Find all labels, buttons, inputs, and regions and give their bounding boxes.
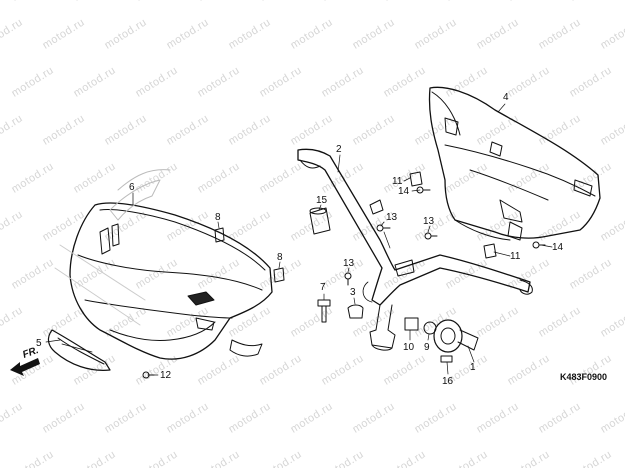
callout-8a[interactable]: 8 <box>215 212 221 223</box>
screw-part-13c[interactable] <box>424 232 438 240</box>
callout-10[interactable]: 10 <box>403 342 415 353</box>
clip-part-8b[interactable] <box>273 267 285 283</box>
callout-13c[interactable]: 13 <box>423 216 435 227</box>
horn-part-1[interactable] <box>433 319 479 353</box>
callout-13a[interactable]: 13 <box>386 212 398 223</box>
front-direction-label: FR. <box>21 345 40 361</box>
clip-part-11b[interactable] <box>483 243 497 259</box>
callout-2[interactable]: 2 <box>336 144 342 155</box>
callout-7[interactable]: 7 <box>320 282 326 293</box>
callout-11b[interactable]: 11 <box>510 251 521 262</box>
callout-8b[interactable]: 8 <box>277 252 283 263</box>
bolt-part-16[interactable] <box>440 355 453 363</box>
front-cover-part[interactable] <box>54 169 273 360</box>
clip-part-8a[interactable] <box>214 227 225 243</box>
callout-5[interactable]: 5 <box>36 338 42 349</box>
callout-14b[interactable]: 14 <box>552 242 564 253</box>
lower-trim-part[interactable] <box>47 329 111 371</box>
callout-14a[interactable]: 14 <box>398 186 410 197</box>
screw-part-13a[interactable] <box>376 224 391 232</box>
collar-part-15[interactable] <box>309 207 331 235</box>
screw-part-13b[interactable] <box>344 272 352 286</box>
callout-16[interactable]: 16 <box>442 376 454 387</box>
callout-15[interactable]: 15 <box>316 195 328 206</box>
callout-4[interactable]: 4 <box>503 92 509 103</box>
callout-11a[interactable]: 11 <box>392 176 403 187</box>
bolt-part-7[interactable] <box>317 299 331 323</box>
figure-code: K483F0900 <box>560 372 607 382</box>
callout-12[interactable]: 12 <box>160 370 172 381</box>
screw-part-14b[interactable] <box>532 241 546 249</box>
callout-13b[interactable]: 13 <box>343 258 355 269</box>
rear-cover-part[interactable] <box>428 86 601 241</box>
callout-6[interactable]: 6 <box>129 182 135 193</box>
handlebar-part[interactable] <box>297 148 533 351</box>
bush-part-10[interactable] <box>404 317 419 331</box>
callout-1[interactable]: 1 <box>470 362 476 373</box>
callout-3[interactable]: 3 <box>350 287 356 298</box>
screw-part-14a[interactable] <box>416 186 431 194</box>
leader-lines <box>45 103 553 376</box>
clip-part-11a[interactable] <box>409 171 423 187</box>
front-direction-arrow <box>10 358 40 376</box>
damper-part-3[interactable] <box>347 304 364 319</box>
callout-9[interactable]: 9 <box>424 342 430 353</box>
callout-layer: 1 2 3 4 5 6 7 8 8 9 10 11 11 12 13 13 13… <box>21 92 607 387</box>
